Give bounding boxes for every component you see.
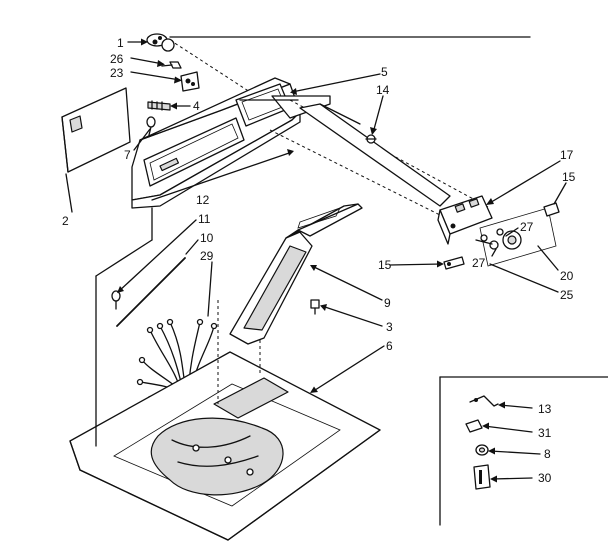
control-box-17 bbox=[437, 195, 493, 245]
part-screw-26 bbox=[161, 61, 182, 69]
callout-25: 25 bbox=[560, 288, 574, 302]
part-cover-panel-2 bbox=[61, 87, 131, 173]
part-screw-14 bbox=[365, 134, 377, 144]
callout-5: 5 bbox=[381, 65, 388, 79]
callout-1: 1 bbox=[117, 36, 124, 50]
callout-9: 9 bbox=[384, 296, 391, 310]
top-rail bbox=[299, 103, 451, 207]
part-clip-7 bbox=[146, 116, 156, 136]
part-clip-31 bbox=[465, 419, 483, 433]
callout-27b: 27 bbox=[472, 256, 486, 270]
callout-11: 11 bbox=[198, 212, 211, 226]
part-nut-8 bbox=[475, 444, 489, 456]
inset-box bbox=[439, 376, 608, 526]
callout-8: 8 bbox=[544, 447, 551, 461]
callout-13: 13 bbox=[538, 402, 552, 416]
callout-30: 30 bbox=[538, 471, 552, 485]
callout-17: 17 bbox=[560, 148, 574, 162]
callout-15b: 15 bbox=[378, 258, 392, 272]
part-connector-30 bbox=[473, 464, 491, 490]
part-screw-11 bbox=[111, 290, 121, 310]
console-backsplash bbox=[131, 36, 531, 209]
callout-2: 2 bbox=[62, 214, 69, 228]
callout-7: 7 bbox=[124, 148, 131, 162]
callout-23: 23 bbox=[110, 66, 124, 80]
callout-10: 10 bbox=[200, 231, 214, 245]
callout-12: 12 bbox=[196, 193, 210, 207]
top-panel-6 bbox=[69, 351, 381, 541]
callout-29: 29 bbox=[200, 249, 214, 263]
part-clip-13 bbox=[469, 395, 499, 407]
part-bolt-15a bbox=[543, 202, 560, 217]
callout-31: 31 bbox=[538, 426, 552, 440]
part-bolt-15b bbox=[443, 256, 465, 270]
callout-3: 3 bbox=[386, 320, 393, 334]
lint-frame-9 bbox=[229, 203, 363, 345]
callout-15a: 15 bbox=[562, 170, 576, 184]
callout-labels: 1 26 23 4 5 14 7 2 12 11 10 29 17 15 27 … bbox=[62, 36, 576, 485]
part-switch-1 bbox=[146, 33, 175, 52]
callout-4: 4 bbox=[193, 99, 200, 113]
callout-14: 14 bbox=[376, 83, 390, 97]
part-rod-10 bbox=[116, 257, 186, 327]
part-bracket-23 bbox=[180, 71, 200, 92]
callout-26: 26 bbox=[110, 52, 124, 66]
callout-27a: 27 bbox=[520, 220, 534, 234]
callout-6: 6 bbox=[386, 339, 393, 353]
part-spring-4 bbox=[147, 100, 171, 111]
callout-20: 20 bbox=[560, 269, 574, 283]
leader-lines bbox=[65, 38, 567, 483]
part-screw-3 bbox=[310, 299, 320, 315]
